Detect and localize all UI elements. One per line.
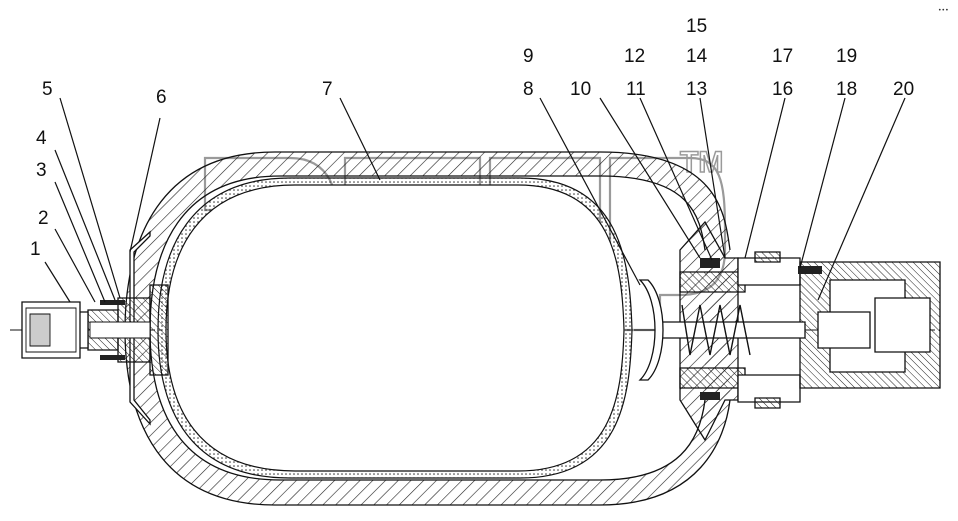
label-17: 17 xyxy=(772,46,793,67)
label-18: 18 xyxy=(836,79,857,100)
label-16: 16 xyxy=(772,79,793,100)
gas-valve-assembly xyxy=(21,230,169,426)
label-11: 11 xyxy=(626,79,646,100)
corner-mark: ••• xyxy=(938,7,949,14)
label-8: 8 xyxy=(523,79,534,100)
label-15: 15 xyxy=(686,16,707,37)
label-7: 7 xyxy=(322,79,333,100)
label-1: 1 xyxy=(30,239,41,260)
part-numbers: 1 2 3 4 5 6 7 8 9 10 11 12 13 14 15 16 1… xyxy=(30,16,914,260)
label-3: 3 xyxy=(36,160,47,181)
elastic-bladder xyxy=(157,177,633,479)
label-14: 14 xyxy=(686,46,708,67)
label-2: 2 xyxy=(38,208,49,229)
oil-valve-assembly xyxy=(638,220,941,442)
label-19: 19 xyxy=(836,46,857,67)
leader-lines xyxy=(44,97,906,303)
label-6: 6 xyxy=(156,87,167,108)
label-5: 5 xyxy=(42,79,53,100)
label-9: 9 xyxy=(523,46,534,67)
label-4: 4 xyxy=(36,128,47,149)
label-12: 12 xyxy=(624,46,645,67)
label-13: 13 xyxy=(686,79,707,100)
label-20: 20 xyxy=(893,79,914,100)
label-10: 10 xyxy=(570,79,591,100)
